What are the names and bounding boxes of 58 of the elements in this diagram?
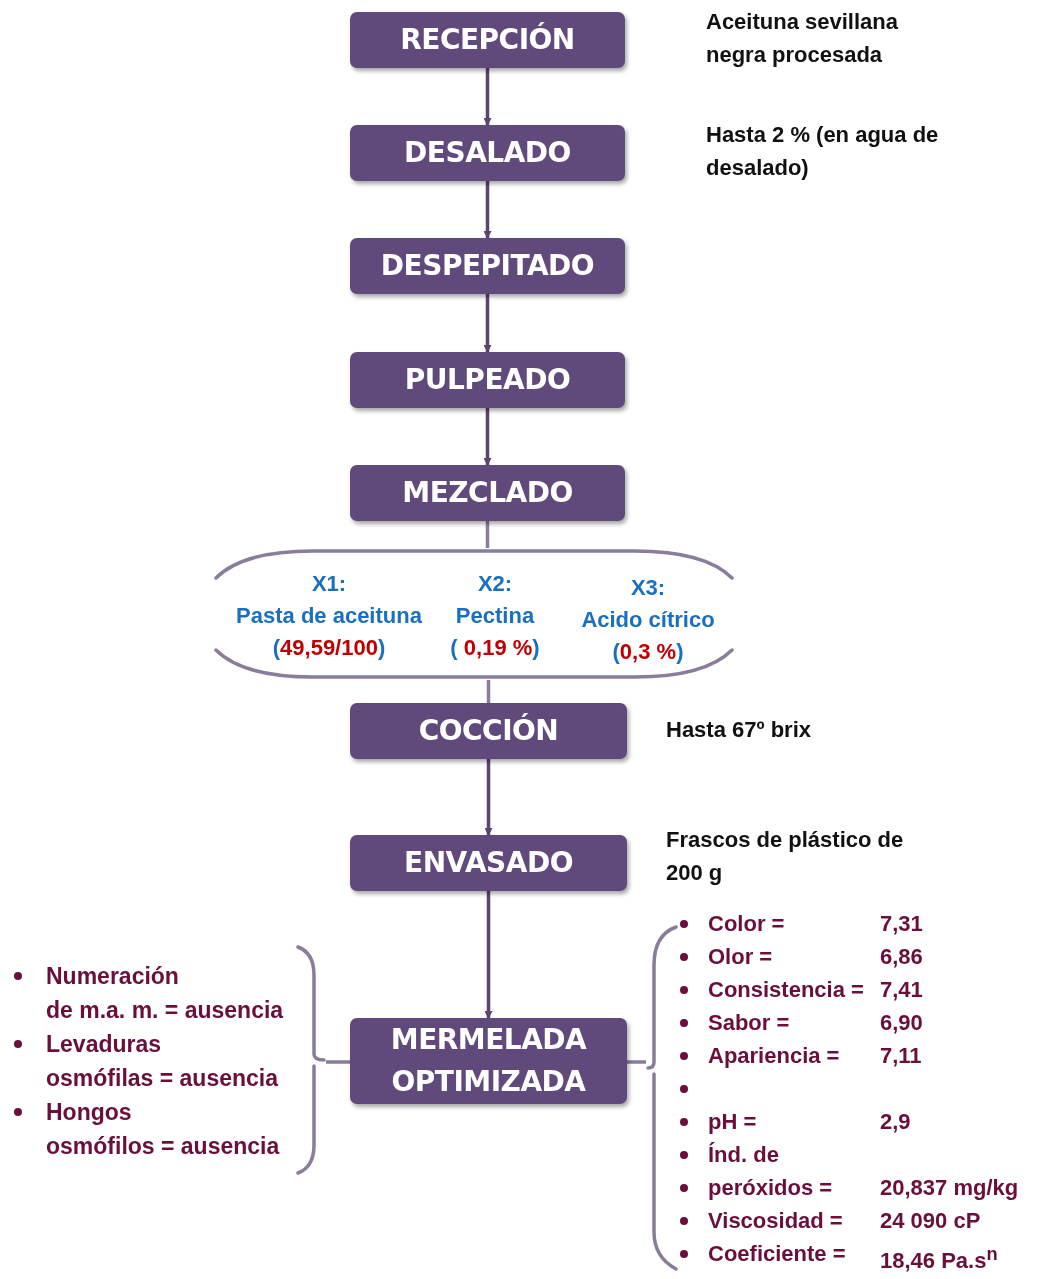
step-note: Hasta 67º brix [666, 716, 812, 744]
step-label: DESALADO [404, 135, 571, 171]
step-label: DESPEPITADO [380, 248, 595, 284]
process-box [350, 352, 625, 408]
step-label: PULPEADO [404, 362, 571, 398]
variable-label: X3: [629, 574, 667, 602]
connector-line [326, 1060, 350, 1064]
connector-line [486, 680, 491, 703]
process-box [350, 238, 625, 294]
variable-label: X2: [476, 570, 514, 598]
test-result: Numeración de m.a. m. = ausencia [46, 962, 284, 1025]
parameter-value: 18,46 Pa.s$^{n}$ [880, 1242, 998, 1276]
parameter-label: Apariencia = [708, 1042, 841, 1070]
ingredient-text: Pasta de aceituna (49,59/100) [235, 602, 423, 662]
arrow [483, 181, 492, 239]
test-result: Hongos osmófilos = ausencia [46, 1098, 280, 1161]
parameter-value: 24 090 cP [880, 1207, 981, 1235]
parameter-label: Color = [708, 910, 786, 938]
parameter-label: Olor = [708, 943, 774, 971]
arrow [484, 891, 493, 1019]
parameter-label: Viscosidad = [708, 1207, 844, 1235]
step-label: ENVASADO [404, 845, 573, 881]
process-box [350, 1018, 627, 1104]
parameter-value: 7,31 [880, 910, 923, 938]
parameter-label: peróxidos = [708, 1174, 834, 1202]
process-box [350, 465, 625, 521]
step-label: MERMELADA OPTIMIZADA [389, 1022, 588, 1100]
process-box [350, 835, 627, 891]
ingredient-text: Pectina ( 0,19 %) [449, 602, 541, 662]
connector-line [485, 521, 490, 548]
arrow [484, 759, 493, 836]
parameter-label: pH = [708, 1108, 758, 1136]
process-box [350, 12, 625, 68]
arrow [483, 408, 492, 466]
parameter-label: Coeficiente = [708, 1240, 847, 1268]
parameter-value: 6,90 [880, 1009, 923, 1037]
parameter-label: Consistencia = [708, 976, 865, 1004]
parameter-value: 7,11 [880, 1042, 922, 1070]
arrow [483, 68, 492, 126]
ingredient-text: Acido cítrico (0,3 %) [580, 606, 716, 666]
connector-line [627, 1060, 646, 1064]
step-label: RECEPCIÓN [400, 21, 575, 58]
process-box [350, 125, 625, 181]
step-label: MEZCLADO [402, 475, 573, 511]
step-note: Hasta 2 % (en agua de desalado) [706, 121, 940, 182]
arrow [483, 294, 492, 353]
test-result: Levaduras osmófilas = ausencia [46, 1030, 279, 1093]
step-label: COCCIÓN [418, 712, 559, 749]
parameter-label: Sabor = [708, 1009, 791, 1037]
parameter-value: 7,41 [880, 976, 923, 1004]
step-note: Frascos de plástico de 200 g [666, 826, 905, 887]
process-box [350, 703, 627, 759]
parameter-value: 2,9 [880, 1108, 911, 1136]
parameter-value: 20,837 mg/kg [880, 1174, 1019, 1202]
parameter-label: Índ. de [708, 1141, 779, 1169]
step-note: Aceituna sevillana negra procesada [706, 8, 899, 69]
parameter-value: 6,86 [880, 943, 923, 971]
variable-label: X1: [310, 570, 348, 598]
